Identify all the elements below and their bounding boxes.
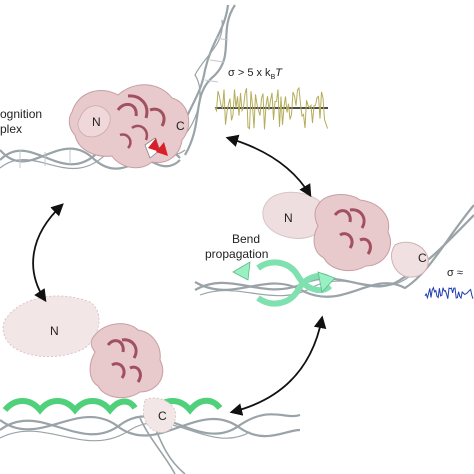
- mid-protein: [262, 191, 429, 278]
- c-terminus-label-mid: C: [418, 251, 427, 265]
- n-terminus-label-mid: N: [284, 211, 293, 225]
- top-dna-rungs: [19, 37, 229, 168]
- bend-green-arrows: [232, 259, 336, 307]
- sigma-top-label: σ > 5 x kBT: [228, 67, 283, 81]
- sigma-right-label: σ ≈: [447, 267, 463, 279]
- top-protein: [68, 84, 190, 169]
- bottom-protein: [2, 295, 177, 434]
- noise-trace-top: [214, 86, 328, 130]
- noise-trace-right: [424, 286, 474, 300]
- c-terminus-label-bottom: C: [158, 409, 167, 423]
- recognition-label-line1: ognition: [0, 107, 42, 121]
- c-terminus-label-top: C: [176, 119, 185, 133]
- arrow-right-to-bottom: [229, 315, 327, 416]
- red-lesion-marker: [148, 138, 168, 156]
- arrow-top-to-right: [225, 134, 312, 198]
- bottom-green-waves: [2, 397, 223, 415]
- arrow-left-cycle: [32, 203, 64, 303]
- mid-dna-helix: [194, 204, 474, 298]
- sigma-top-sub: B: [271, 74, 276, 81]
- n-terminus-label-bottom: N: [50, 324, 59, 338]
- n-terminus-label-top: N: [92, 115, 101, 129]
- bend-label-line2: propagation: [205, 247, 268, 261]
- bend-label-line1: Bend: [232, 232, 260, 246]
- sigma-top-main: σ > 5 x k: [228, 67, 271, 79]
- recognition-label-line2: plex: [0, 122, 22, 136]
- sigma-top-tail: T: [275, 67, 283, 79]
